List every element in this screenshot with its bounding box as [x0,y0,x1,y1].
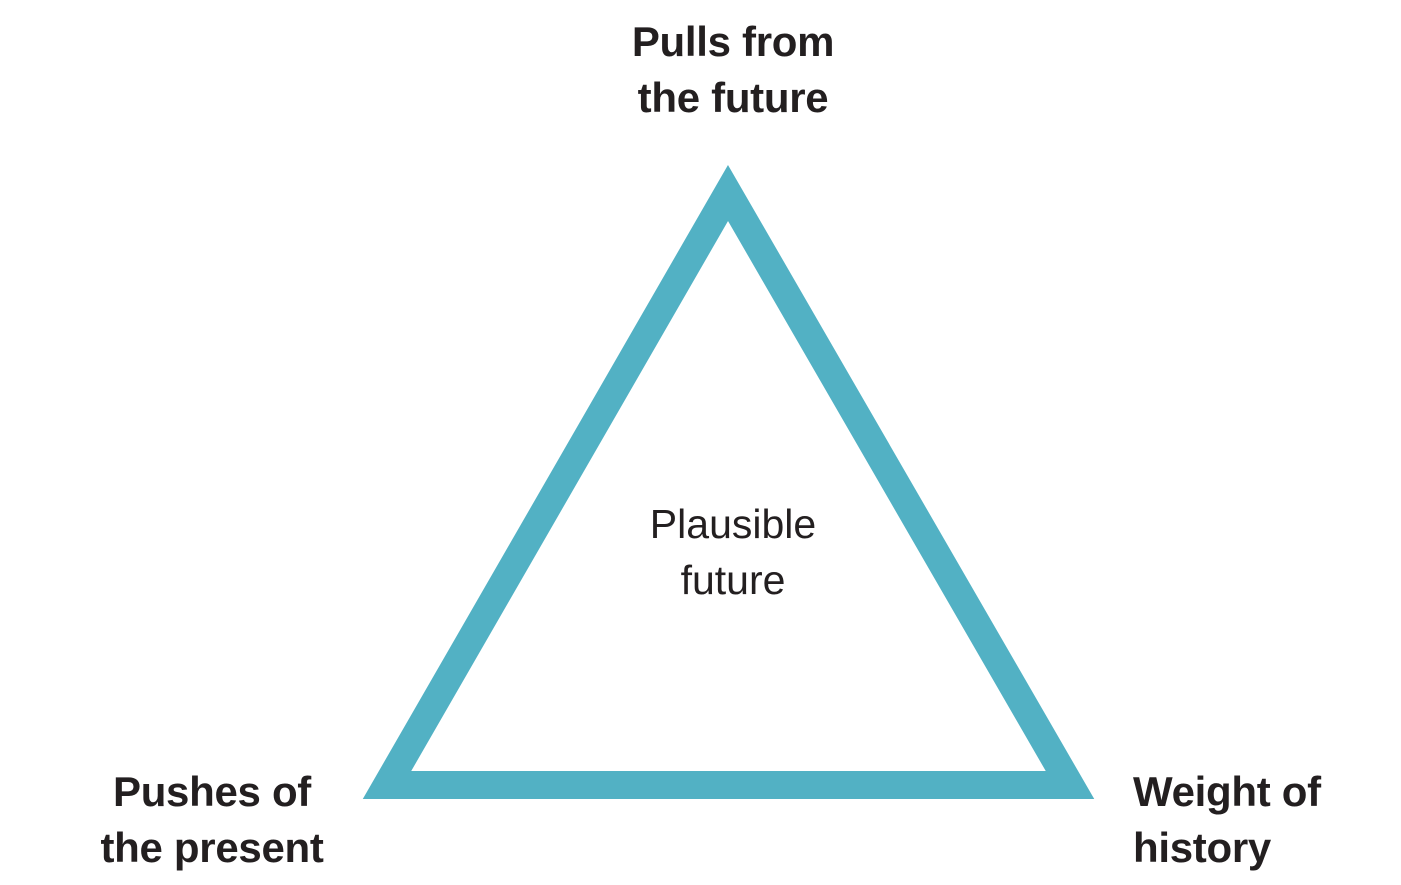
vertex-label-right-line1: Weight of [1133,768,1321,815]
center-label-line1: Plausible [649,501,817,547]
vertex-label-top-line1: Pulls from [631,18,835,65]
vertex-label-pulls-from-the-future: Pulls from the future [631,14,835,126]
vertex-label-top-line2: the future [637,74,829,121]
vertex-label-pushes-of-the-present: Pushes of the present [100,764,323,876]
vertex-label-weight-of-history: Weight of history [1133,764,1321,876]
futures-triangle [362,164,1095,799]
center-label-plausible-future: Plausible future [650,496,816,608]
vertex-label-left-line1: Pushes of [112,768,311,815]
center-label-line2: future [680,557,786,603]
vertex-label-left-line2: the present [100,824,324,871]
vertex-label-right-line2: history [1133,824,1271,871]
